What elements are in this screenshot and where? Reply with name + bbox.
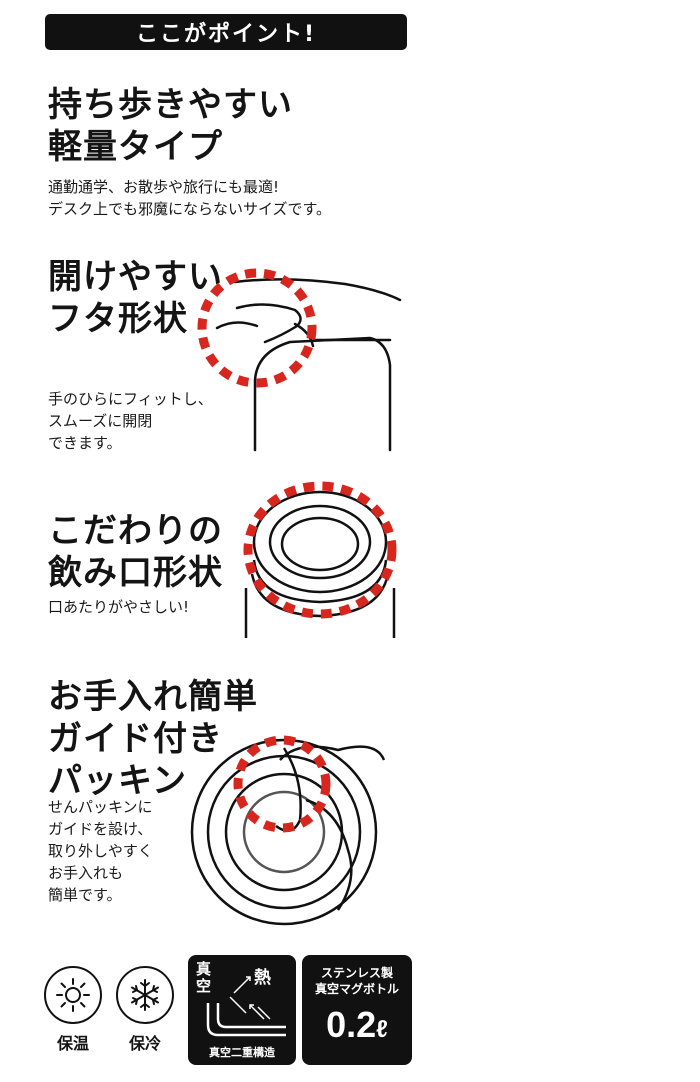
section4-body-line4: お手入れも bbox=[48, 864, 124, 882]
capacity-badge: ステンレス製 真空マグボトル 0.2ℓ bbox=[302, 955, 412, 1065]
section1-body-line2: デスク上でも邪魔にならないサイズです。 bbox=[48, 200, 332, 218]
finger-pull-outline bbox=[275, 747, 302, 833]
section4-heading-line1: お手入れ簡単 bbox=[48, 677, 258, 717]
capacity-value: 0.2ℓ bbox=[302, 1005, 412, 1050]
section2-heading-line2: フタ形状 bbox=[48, 299, 188, 339]
mouth-inner-rim bbox=[280, 516, 360, 572]
section4-heading-line3: パッキン bbox=[48, 761, 187, 801]
section2-body-line3: できます。 bbox=[48, 434, 122, 452]
capacity-number: 0.2 bbox=[326, 1004, 377, 1045]
cold-feature-icon bbox=[116, 966, 174, 1024]
warm-feature-icon bbox=[44, 966, 102, 1024]
gasket-illustration bbox=[190, 735, 386, 926]
thumb-outline bbox=[293, 322, 315, 348]
section4-heading-line2: ガイド付き bbox=[48, 719, 223, 759]
mouth-outer-rim bbox=[252, 490, 388, 594]
bottle-body-outline bbox=[253, 336, 392, 452]
section1-heading-line1: 持ち歩きやすい bbox=[48, 85, 293, 125]
thread-line2 bbox=[250, 573, 390, 618]
section2-heading-line1: 開けやすい bbox=[48, 257, 223, 297]
section1-heading-line2: 軽量タイプ bbox=[48, 127, 223, 167]
section2-body: 手のひらにフィットし、 スムーズに開閉 できます。 bbox=[48, 388, 213, 454]
vacuum-caption: 真空二重構造 bbox=[209, 1046, 275, 1059]
mouth-mid-rim bbox=[268, 504, 372, 580]
warm-label: 保温 bbox=[56, 1034, 89, 1053]
mouth-illustration bbox=[243, 481, 397, 638]
section3-heading: こだわりの 飲み口形状 bbox=[48, 510, 223, 594]
hand-top-outline bbox=[233, 278, 402, 302]
section3-heading-line1: こだわりの bbox=[48, 511, 223, 551]
section2-heading: 開けやすい フタ形状 bbox=[48, 256, 223, 340]
section4-body: せんパッキンに ガイドを設け、 取り外しやすく お手入れも 簡単です。 bbox=[48, 796, 153, 906]
finger-outline bbox=[235, 303, 302, 344]
section4-body-line3: 取り外しやすく bbox=[48, 842, 153, 860]
hand-outline bbox=[279, 745, 386, 761]
vacuum-char1: 真 bbox=[196, 960, 212, 978]
double-wall-diagram-icon bbox=[206, 976, 286, 1037]
cold-label: 保冷 bbox=[128, 1034, 161, 1053]
vacuum-structure-badge: 真 空 熱 真空二重構造 bbox=[188, 955, 296, 1065]
capacity-unit: ℓ bbox=[376, 1016, 388, 1043]
bottle-line2: 真空マグボトル bbox=[314, 982, 399, 996]
gasket-highlight-ring bbox=[233, 735, 331, 833]
section4-body-line5: 簡単です。 bbox=[48, 886, 122, 904]
snowflake-icon bbox=[131, 979, 159, 1011]
section2-body-line1: 手のひらにフィットし、 bbox=[48, 390, 213, 408]
section4-body-line2: ガイドを設け、 bbox=[48, 820, 153, 838]
heat-label: 熱 bbox=[254, 968, 271, 988]
section3-heading-line2: 飲み口形状 bbox=[48, 553, 223, 593]
section1-body-line1: 通勤通学、お散歩や旅行にも最適! bbox=[48, 178, 280, 196]
section2-body-line2: スムーズに開閉 bbox=[48, 412, 153, 430]
knuckle-outline bbox=[215, 321, 259, 330]
mouth-highlight-ring bbox=[243, 481, 397, 619]
point-banner-title: ここがポイント! bbox=[135, 22, 317, 47]
section3-body: 口あたりがやさしい! bbox=[48, 596, 189, 618]
lid-highlight-ring bbox=[197, 268, 317, 388]
point-banner: ここがポイント! bbox=[45, 14, 407, 50]
bottle-description: ステンレス製 真空マグボトル bbox=[302, 955, 412, 997]
section4-body-line1: せんパッキンに bbox=[48, 798, 153, 816]
section4-heading: お手入れ簡単 ガイド付き パッキン bbox=[48, 676, 258, 802]
vacuum-char2: 空 bbox=[196, 977, 212, 995]
section3-body-line1: 口あたりがやさしい! bbox=[48, 598, 190, 616]
section1-body: 通勤通学、お散歩や旅行にも最適! デスク上でも邪魔にならないサイズです。 bbox=[48, 176, 331, 220]
gasket-ring4 bbox=[242, 790, 326, 874]
sun-icon bbox=[56, 978, 90, 1012]
bottle-line1: ステンレス製 bbox=[320, 966, 393, 980]
vacuum-label: 真 空 bbox=[196, 961, 211, 995]
section1-heading: 持ち歩きやすい 軽量タイプ bbox=[48, 84, 293, 168]
lid-illustration bbox=[197, 268, 402, 452]
